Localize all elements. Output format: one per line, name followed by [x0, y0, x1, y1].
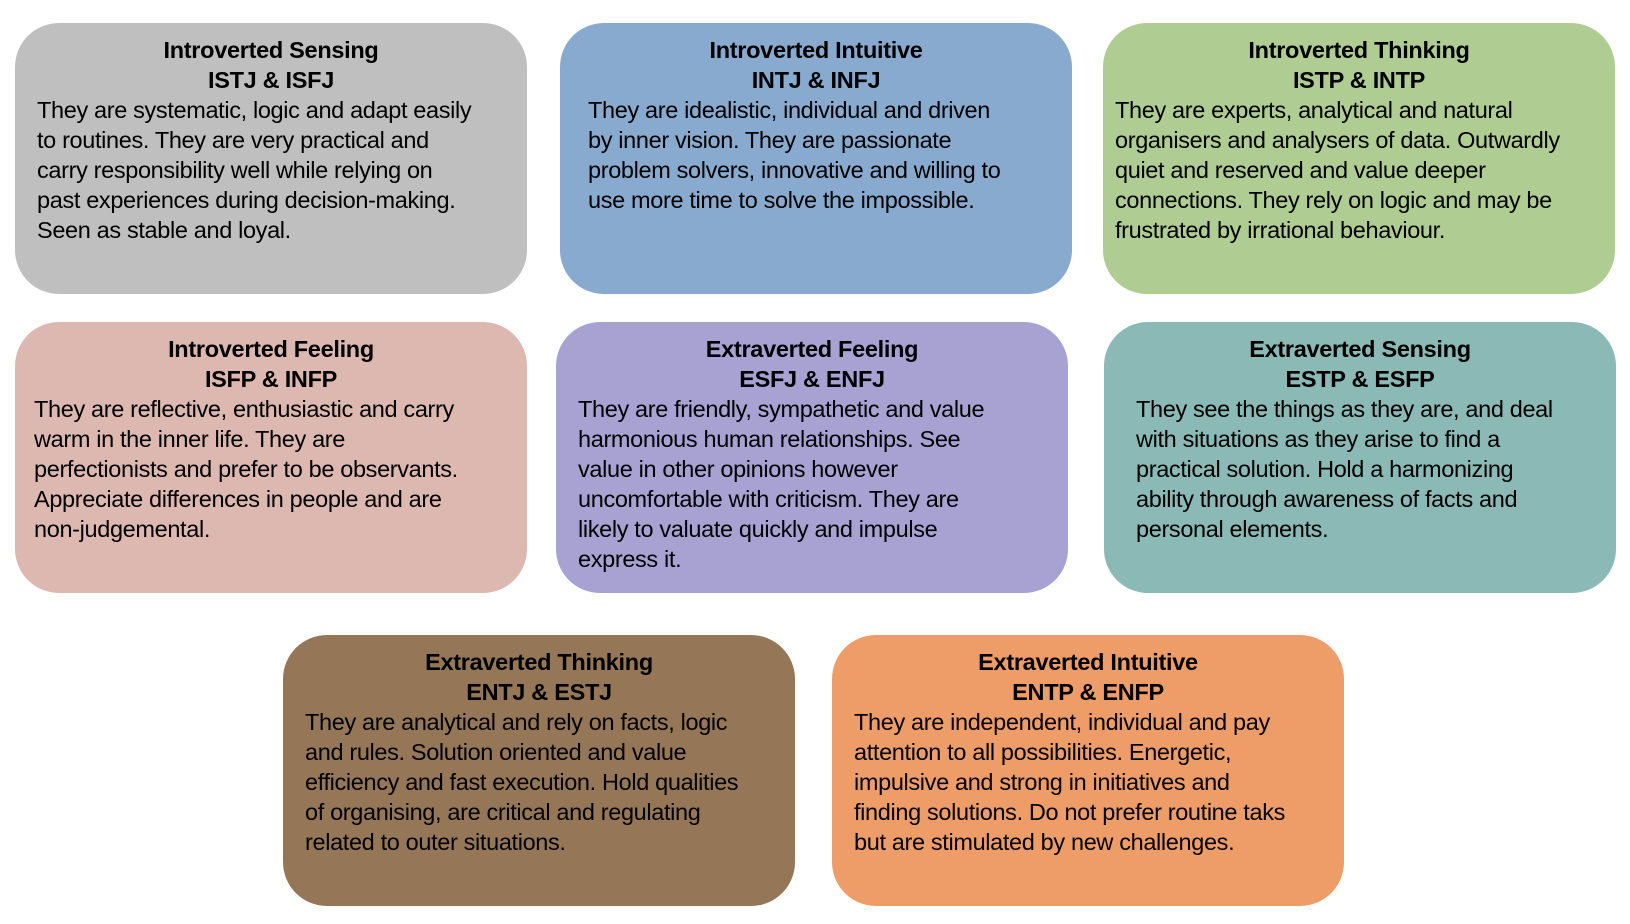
description-line: non-judgemental.: [34, 516, 210, 542]
type-card: Extraverted Feeling ESFJ & ENFJ They are…: [556, 322, 1068, 593]
description-line: They are experts, analytical and natural: [1115, 97, 1513, 123]
description-line: They are analytical and rely on facts, l…: [305, 709, 728, 735]
card-description: They are friendly, sympathetic and value…: [578, 394, 1060, 574]
description-line: They see the things as they are, and dea…: [1136, 396, 1553, 422]
type-card: Introverted Sensing ISTJ & ISFJ They are…: [15, 23, 527, 294]
description-line: perfectionists and prefer to be observan…: [34, 456, 458, 482]
description-line: organisers and analysers of data. Outwar…: [1115, 127, 1560, 153]
description-line: related to outer situations.: [305, 829, 566, 855]
card-title: Introverted Intuitive: [709, 37, 923, 63]
card-title: Extraverted Intuitive: [978, 649, 1198, 675]
card-title: Introverted Sensing: [163, 37, 379, 63]
description-line: carry responsibility well while relying …: [37, 157, 433, 183]
description-line: past experiences during decision-making.: [37, 187, 456, 213]
description-line: by inner vision. They are passionate: [588, 127, 952, 153]
card-title: Introverted Feeling: [168, 336, 374, 362]
card-description: They see the things as they are, and dea…: [1136, 394, 1608, 544]
card-types: INTJ & INFJ: [751, 67, 881, 93]
description-line: They are reflective, enthusiastic and ca…: [34, 396, 454, 422]
card-types: ISTP & INTP: [1292, 67, 1426, 93]
description-line: frustrated by irrational behaviour.: [1115, 217, 1445, 243]
description-line: and rules. Solution oriented and value: [305, 739, 687, 765]
description-line: finding solutions. Do not prefer routine…: [854, 799, 1286, 825]
description-line: likely to valuate quickly and impulse: [578, 516, 938, 542]
description-line: practical solution. Hold a harmonizing: [1136, 456, 1514, 482]
card-description: They are analytical and rely on facts, l…: [305, 707, 787, 857]
card-description: They are idealistic, individual and driv…: [582, 95, 1064, 215]
card-title: Extraverted Feeling: [705, 336, 919, 362]
description-line: harmonious human relationships. See: [578, 426, 961, 452]
description-line: with situations as they arise to find a: [1136, 426, 1500, 452]
description-line: warm in the inner life. They are: [34, 426, 345, 452]
type-card: Introverted Feeling ISFP & INFP They are…: [15, 322, 527, 593]
description-line: but are stimulated by new challenges.: [854, 829, 1235, 855]
card-types: ISFP & INFP: [204, 366, 338, 392]
card-types: ENTP & ENFP: [1012, 679, 1164, 705]
description-line: attention to all possibilities. Energeti…: [854, 739, 1232, 765]
type-card: Extraverted Intuitive ENTP & ENFP They a…: [832, 635, 1344, 906]
description-line: efficiency and fast execution. Hold qual…: [305, 769, 739, 795]
description-line: They are systematic, logic and adapt eas…: [37, 97, 472, 123]
card-description: They are experts, analytical and natural…: [1115, 95, 1607, 245]
type-card: Introverted Intuitive INTJ & INFJ They a…: [560, 23, 1072, 294]
description-line: of organising, are critical and regulati…: [305, 799, 701, 825]
description-line: use more time to solve the impossible.: [588, 187, 975, 213]
description-line: ability through awareness of facts and: [1136, 486, 1518, 512]
card-types: ISTJ & ISFJ: [208, 67, 334, 93]
type-card: Extraverted Thinking ENTJ & ESTJ They ar…: [283, 635, 795, 906]
description-line: quiet and reserved and value deeper: [1115, 157, 1486, 183]
card-types: ESTP & ESFP: [1285, 366, 1435, 392]
description-line: connections. They rely on logic and may …: [1115, 187, 1552, 213]
description-line: problem solvers, innovative and willing …: [588, 157, 1001, 183]
description-line: They are independent, individual and pay: [854, 709, 1270, 735]
card-title: Extraverted Thinking: [425, 649, 653, 675]
type-card: Extraverted Sensing ESTP & ESFP They see…: [1104, 322, 1616, 593]
description-line: Appreciate differences in people and are: [34, 486, 442, 512]
description-line: express it.: [578, 546, 682, 572]
description-line: to routines. They are very practical and: [37, 127, 429, 153]
description-line: value in other opinions however: [578, 456, 898, 482]
description-line: impulsive and strong in initiatives and: [854, 769, 1230, 795]
card-types: ENTJ & ESTJ: [466, 679, 612, 705]
card-description: They are reflective, enthusiastic and ca…: [34, 394, 519, 544]
card-title: Extraverted Sensing: [1249, 336, 1471, 362]
card-description: They are independent, individual and pay…: [854, 707, 1336, 857]
description-line: uncomfortable with criticism. They are: [578, 486, 959, 512]
description-line: Seen as stable and loyal.: [37, 217, 291, 243]
description-line: They are idealistic, individual and driv…: [588, 97, 991, 123]
card-types: ESFJ & ENFJ: [739, 366, 885, 392]
description-line: They are friendly, sympathetic and value: [578, 396, 985, 422]
card-title: Introverted Thinking: [1248, 37, 1470, 63]
description-line: personal elements.: [1136, 516, 1329, 542]
card-description: They are systematic, logic and adapt eas…: [37, 95, 519, 245]
type-card: Introverted Thinking ISTP & INTP They ar…: [1103, 23, 1615, 294]
